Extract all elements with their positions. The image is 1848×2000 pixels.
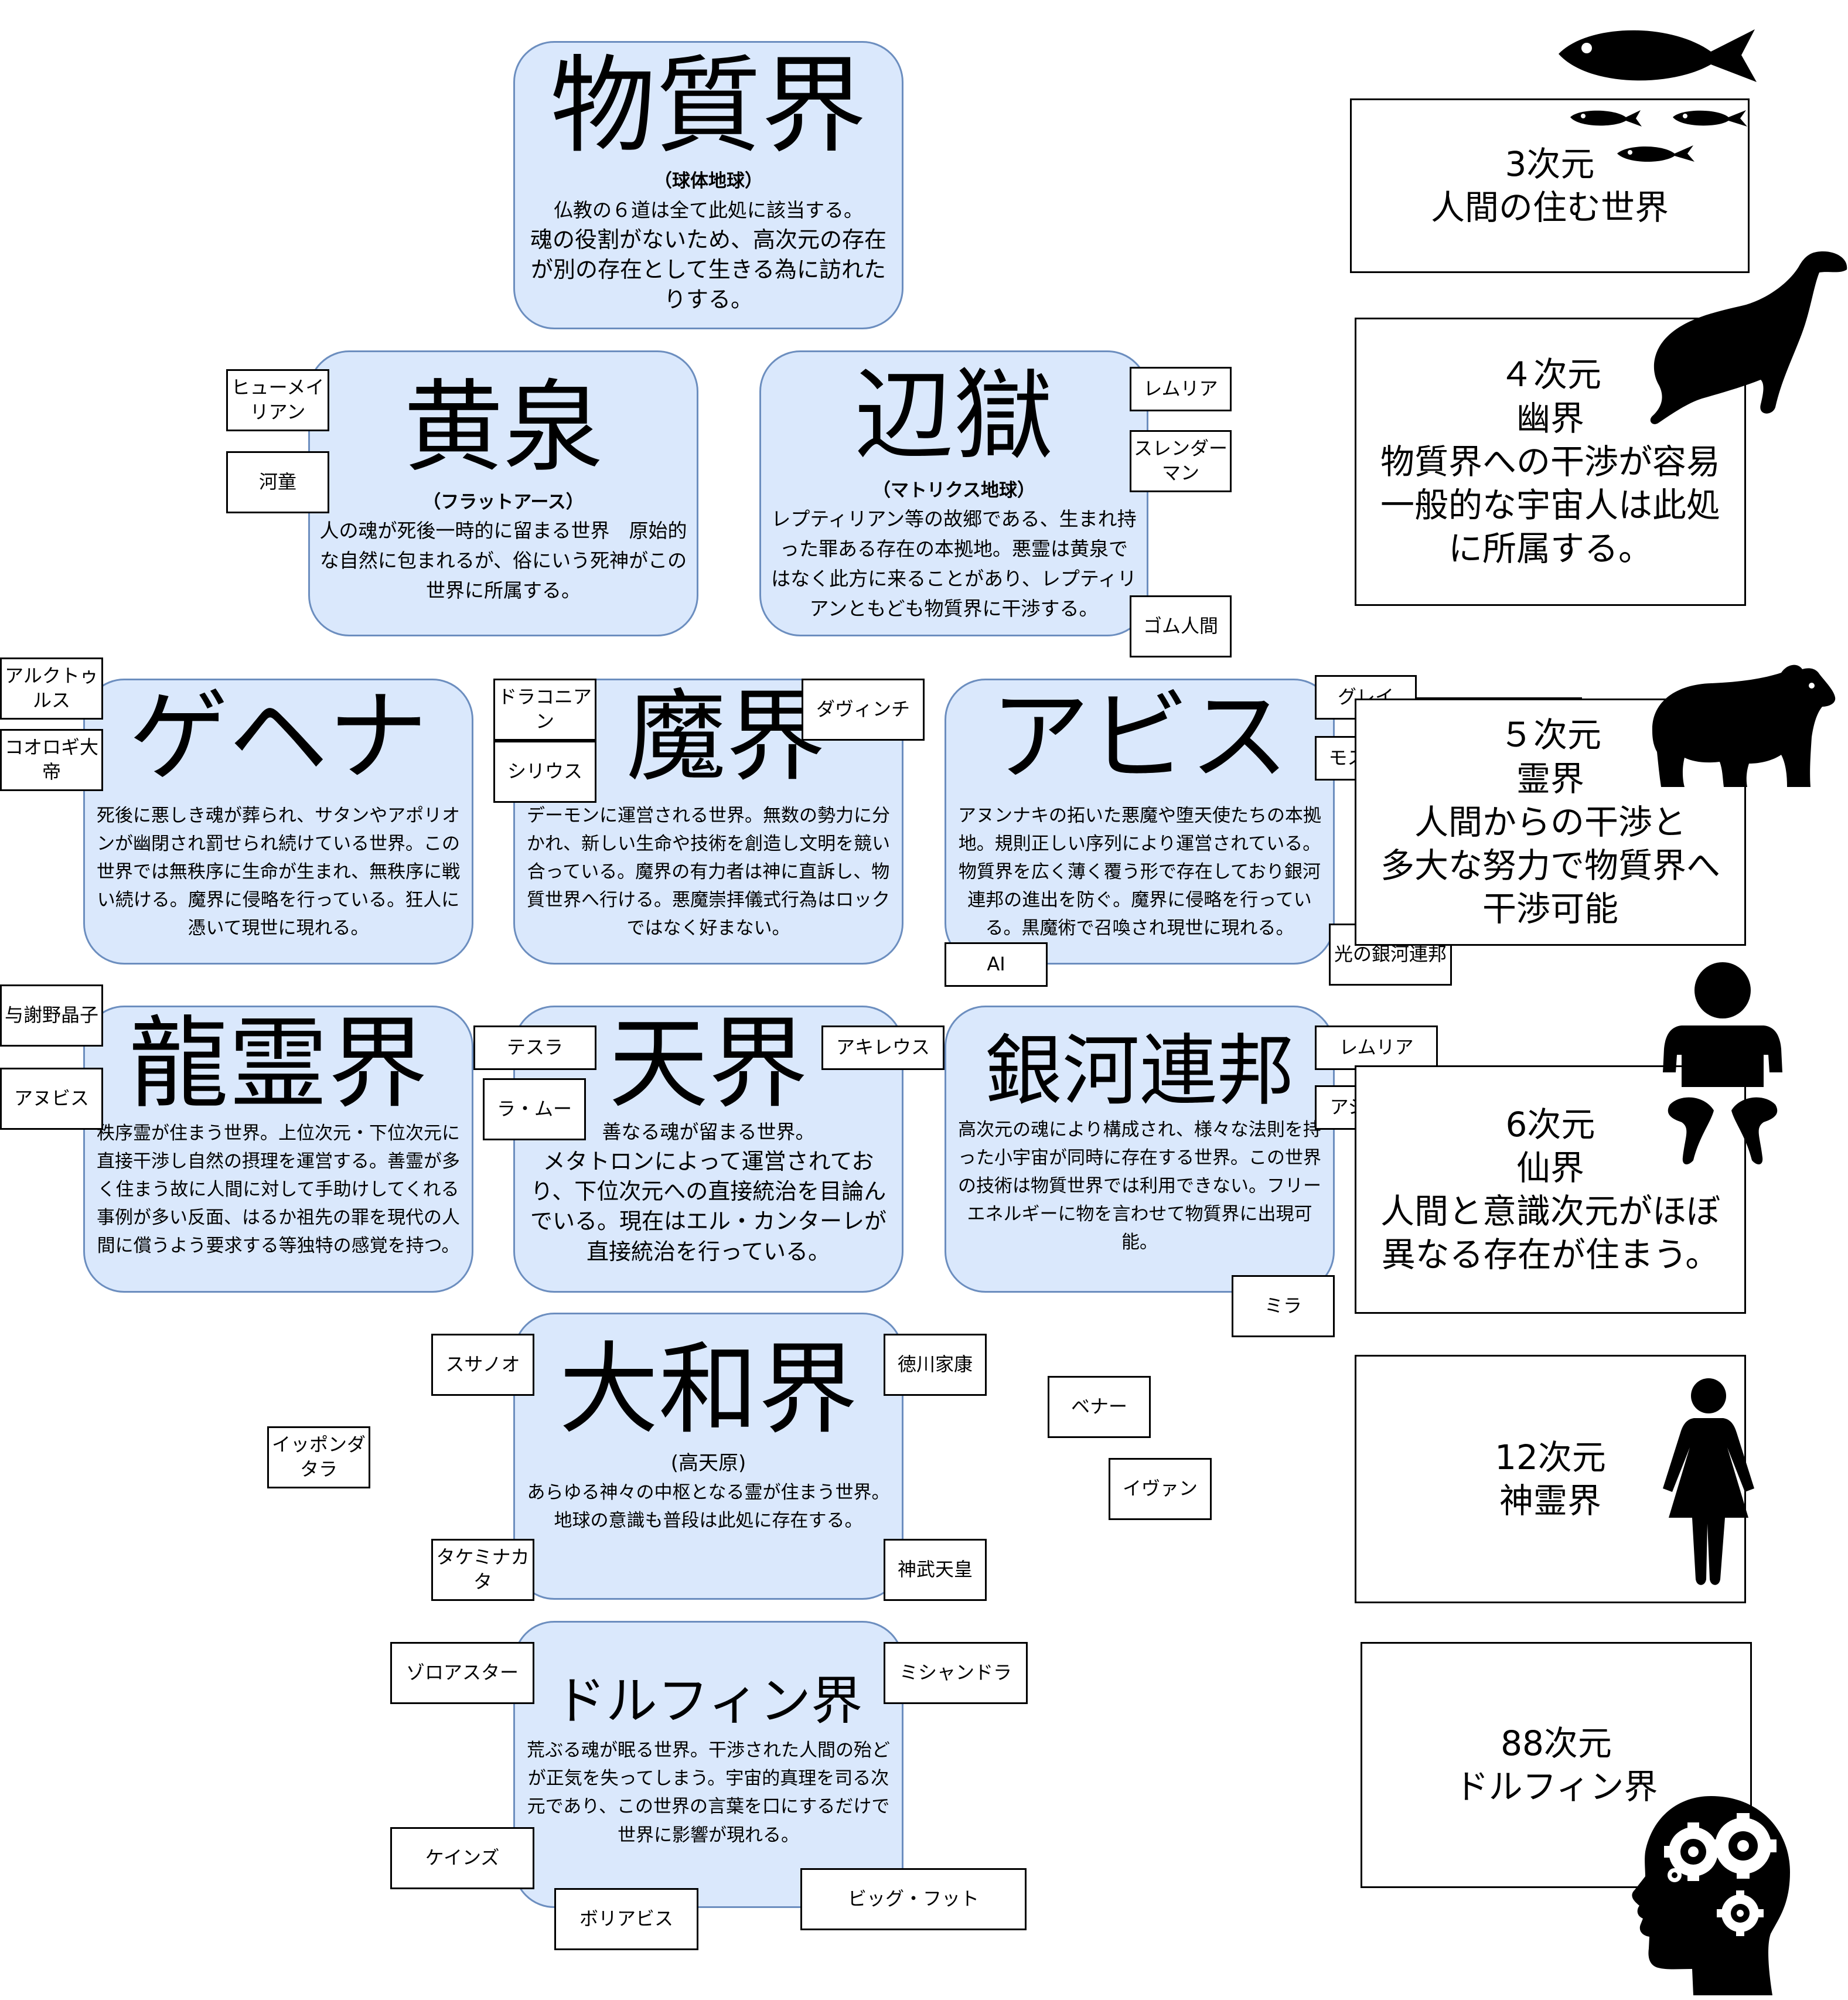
tag-kappa: 河童 — [226, 451, 329, 513]
tag-mishandora: ミシャンドラ — [884, 1642, 1028, 1704]
realm-title: 龍霊界 — [128, 1006, 428, 1122]
realm-ginga: 銀河連邦 高次元の魂により構成され、様々な法則を持った小宇宙が同時に存在する世界… — [945, 1006, 1335, 1293]
seal-icon — [1650, 251, 1847, 424]
tag-benner: ベナー — [1048, 1376, 1151, 1438]
realm-hengoku: 辺獄 （マトリクス地球） レプティリアン等の故郷である、生まれ持った罪ある存在の… — [759, 350, 1148, 636]
realm-title: 物質界 — [550, 45, 867, 168]
tag-jinmu: 神武天皇 — [884, 1539, 987, 1601]
realm-abyss: アビス アヌンナキの拓いた悪魔や堕天使たちの本拠地。規則正しい序列により運営され… — [945, 679, 1335, 965]
realm-subtitle: (高天原) — [670, 1451, 746, 1475]
tag-lemuria: レムリア — [1315, 1025, 1438, 1070]
bear-icon — [1652, 665, 1836, 787]
tag-ippon: イッポンダタラ — [267, 1426, 370, 1488]
realm-desc: レプティリアン等の故郷である、生まれ持った罪ある存在の本拠地。悪霊は黄泉ではなく… — [771, 507, 1137, 621]
tag-korogi: コオロギ大帝 — [0, 729, 103, 791]
tag-mira: ミラ — [1232, 1275, 1335, 1337]
realm-title: アビス — [990, 679, 1289, 795]
tag-ramu: ラ・ムー — [483, 1078, 586, 1140]
fish-icon — [1559, 29, 1757, 162]
realm-desc: 死後に悪しき魂が葬られ、サタンやアポリオンが幽閉され罰せられ続けている世界。この… — [96, 805, 461, 939]
realm-desc: 善なる魂が留まる世界。 — [602, 1120, 815, 1143]
tag-takeminakata: タケミナカタ — [431, 1539, 534, 1601]
realm-title: 大和界 — [558, 1332, 858, 1448]
realm-desc: 高次元の魂により構成され、様々な法則を持った小宇宙が同時に存在する世界。この世界… — [958, 1119, 1321, 1253]
realm-yomi: 黄泉 （フラットアース） 人の魂が死後一時的に留まる世界 原始的な自然に包まれる… — [308, 350, 698, 636]
tag-hyumeirian: ヒューメイリアン — [226, 369, 329, 431]
dimension-box-4: ４次元 幽界 物質界への干渉が容易 一般的な宇宙人は此処 に所属する。 — [1355, 318, 1746, 606]
tag-boliabis: ボリアビス — [554, 1888, 698, 1950]
tag-arcturus: アルクトゥルス — [0, 657, 103, 720]
realm-desc-2: メタトロンによって運営されており、下位次元への直接統治を目論んでいる。現在はエル… — [530, 1148, 887, 1265]
realm-yamato: 大和界 (高天原) あらゆる神々の中枢となる霊が住まう世界。地球の意識も普段は此… — [513, 1313, 903, 1600]
connector-line — [1412, 697, 1582, 699]
realm-subtitle: （フラットアース） — [422, 491, 584, 513]
realm-title: ゲヘナ — [128, 679, 428, 795]
realm-desc: あらゆる神々の中枢となる霊が住まう世界。地球の意識も普段は此処に存在する。 — [527, 1481, 890, 1531]
tag-zoroaster: ゾロアスター — [390, 1642, 534, 1704]
realm-title: 辺獄 — [854, 358, 1053, 474]
baby-icon — [1663, 962, 1782, 1164]
realm-title: 魔界 — [626, 679, 826, 795]
realm-title: 銀河連邦 — [985, 1026, 1294, 1116]
realm-subtitle: （マトリクス地球） — [872, 479, 1036, 501]
realm-dolphin: ドルフィン界 荒ぶる魂が眠る世界。干渉された人間の殆どが正気を失ってしまう。宇宙… — [513, 1621, 903, 1908]
realm-title: 天界 — [608, 1006, 808, 1122]
tag-lemuria: レムリア — [1130, 367, 1232, 411]
tag-bigfoot: ビッグ・フット — [800, 1868, 1027, 1930]
tag-achilles: アキレウス — [821, 1025, 945, 1070]
realm-desc: 人の魂が死後一時的に留まる世界 原始的な自然に包まれるが、俗にいう死神がこの世界… — [319, 519, 687, 602]
head-gears-icon — [1632, 1796, 1790, 1995]
tag-susanoo: スサノオ — [431, 1334, 534, 1396]
tag-sirius: シリウス — [493, 741, 596, 803]
realm-desc: デーモンに運営される世界。無数の勢力に分かれ、新しい生命や技術を創造し文明を競い… — [526, 805, 891, 939]
tag-draconian: ドラコニアン — [493, 679, 596, 741]
woman-icon — [1663, 1378, 1754, 1585]
dimension-box-3: 3次元 人間の住む世界 — [1350, 98, 1750, 273]
tag-tesla: テスラ — [473, 1025, 596, 1070]
realm-desc-2: 魂の役割がないため、高次元の存在が別の存在として生きる為に訪れたりする。 — [530, 226, 887, 313]
realm-desc: 秩序霊が住まう世界。上位次元・下位次元に直接干渉し自然の摂理を運営する。善霊が多… — [97, 1122, 460, 1256]
realm-title: 黄泉 — [403, 370, 603, 486]
tag-anubis: アヌビス — [0, 1068, 103, 1130]
realm-subtitle: （球体地球） — [654, 171, 763, 192]
tag-davinci: ダヴィンチ — [802, 679, 925, 741]
realm-desc: 荒ぶる魂が眠る世界。干渉された人間の殆どが正気を失ってしまう。宇宙的真理を司る次… — [527, 1740, 890, 1846]
tag-yosano: 与謝野晶子 — [0, 984, 103, 1047]
tag-tokugawa: 徳川家康 — [884, 1334, 987, 1396]
realm-desc: 仏教の６道は全て此処に該当する。 — [554, 198, 863, 222]
realm-desc: アヌンナキの拓いた悪魔や堕天使たちの本拠地。規則正しい序列により運営されている。… — [958, 805, 1321, 939]
tag-ai: AI — [945, 942, 1048, 987]
tag-ivan: イヴァン — [1109, 1458, 1212, 1520]
tag-gomu: ゴム人間 — [1130, 595, 1232, 657]
realm-ryureikai: 龍霊界 秩序霊が住まう世界。上位次元・下位次元に直接干渉し自然の摂理を運営する。… — [83, 1006, 473, 1293]
tag-slenderman: スレンダーマン — [1130, 430, 1232, 492]
realm-gehenna: ゲヘナ 死後に悪しき魂が葬られ、サタンやアポリオンが幽閉され罰せられ続けている世… — [83, 679, 473, 965]
realm-title: ドルフィン界 — [554, 1671, 863, 1731]
realm-busshitsukai: 物質界 （球体地球） 仏教の６道は全て此処に該当する。 魂の役割がないため、高次… — [513, 41, 903, 329]
tag-keynes: ケインズ — [390, 1827, 534, 1889]
